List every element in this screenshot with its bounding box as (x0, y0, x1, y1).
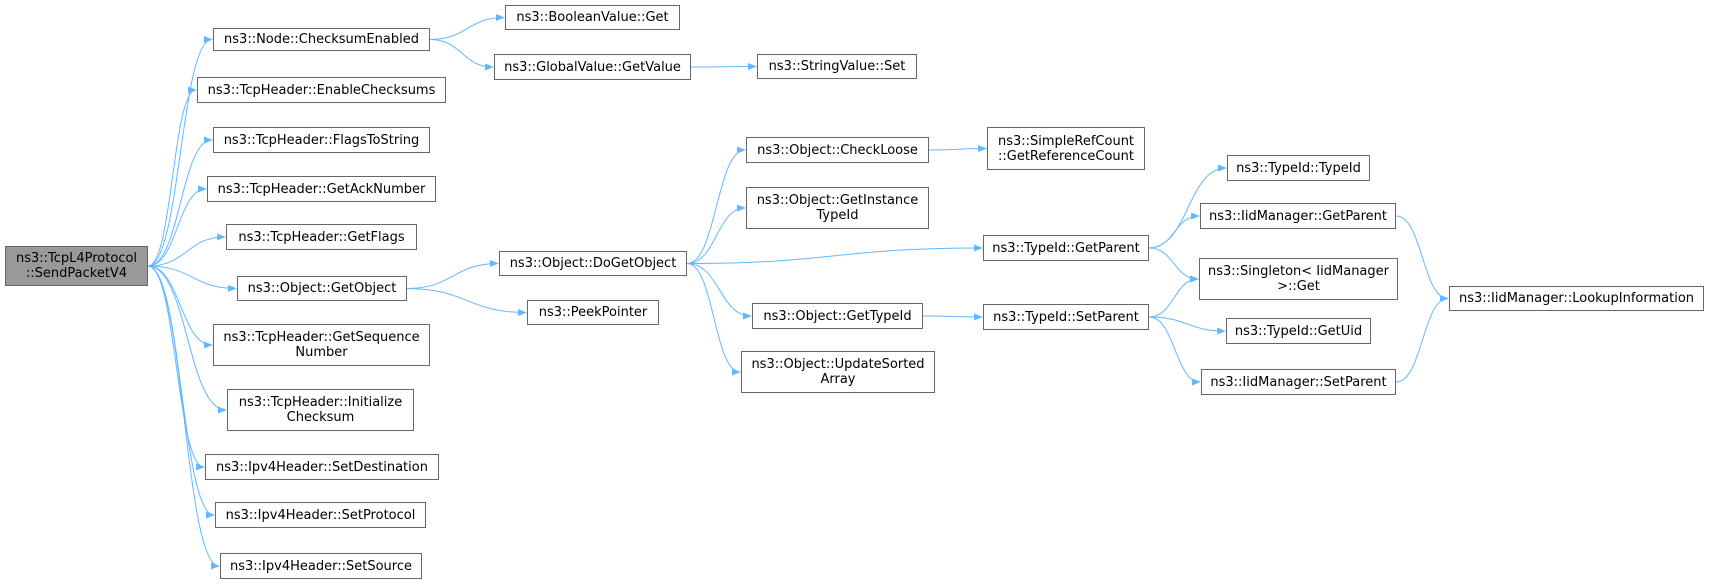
node-label: Checksum (286, 410, 355, 425)
edge-iid-get-parent-to-lookup-information (1395, 215, 1449, 303)
node-label: ns3::TypeId::GetParent (992, 240, 1140, 256)
node-label: ns3::IidManager::SetParent (1210, 374, 1387, 390)
node-set-source[interactable]: ns3::Ipv4Header::SetSource (220, 553, 422, 579)
node-label: ns3::Object::CheckLoose (757, 142, 918, 158)
edge-root-to-get-ack-number (147, 185, 207, 267)
node-label: ns3::Object::GetInstance (756, 193, 919, 208)
node-global-get-value[interactable]: ns3::GlobalValue::GetValue (494, 54, 691, 80)
node-label: ns3::IidManager::LookupInformation (1458, 291, 1695, 306)
edge-do-get-object-to-check-loose (686, 146, 746, 264)
edge-typeid-set-parent-to-typeid-get-uid (1148, 316, 1226, 335)
edge-root-to-get-sequence-number (147, 265, 213, 349)
node-singleton-get[interactable]: ns3::Singleton< IidManager>::Get (1199, 258, 1398, 300)
node-label: ns3::TypeId::TypeId (1236, 160, 1361, 176)
node-typeid-get-uid[interactable]: ns3::TypeId::GetUid (1226, 318, 1371, 344)
node-label: ns3::Ipv4Header::SetSource (230, 558, 412, 574)
node-label: ns3::TcpL4Protocol (15, 251, 138, 266)
node-label: ns3::BooleanValue::Get (516, 10, 669, 25)
node-label: ::SendPacketV4 (25, 266, 128, 281)
node-label: ns3::StringValue::Set (768, 59, 906, 74)
node-label: ::GetReferenceCount (998, 148, 1134, 164)
node-string-set[interactable]: ns3::StringValue::Set (757, 54, 917, 79)
edge-root-to-set-source (147, 265, 220, 570)
node-label: >::Get (1277, 279, 1320, 294)
node-typeid-typeid[interactable]: ns3::TypeId::TypeId (1227, 155, 1370, 181)
edge-do-get-object-to-update-sorted-array (686, 263, 741, 376)
node-enable-checksums[interactable]: ns3::TcpHeader::EnableChecksums (197, 77, 446, 103)
edge-typeid-set-parent-to-singleton-get (1148, 275, 1199, 318)
node-label: ns3::SimpleRefCount (997, 133, 1135, 149)
edge-root-to-flags-to-string (147, 136, 213, 267)
node-label: ns3::Singleton< IidManager (1207, 264, 1389, 279)
node-root: ns3::TcpL4Protocol::SendPacketV4 (5, 246, 148, 286)
node-label: ns3::TypeId::SetParent (993, 309, 1139, 325)
node-label: ns3::Object::UpdateSorted (751, 357, 925, 372)
node-set-protocol[interactable]: ns3::Ipv4Header::SetProtocol (215, 502, 426, 528)
node-label: ns3::TcpHeader::GetFlags (238, 229, 405, 245)
edge-get-object-to-peek-pointer (406, 288, 527, 317)
node-boolean-get[interactable]: ns3::BooleanValue::Get (505, 5, 680, 30)
node-check-loose[interactable]: ns3::Object::CheckLoose (746, 137, 929, 163)
node-typeid-set-parent[interactable]: ns3::TypeId::SetParent (983, 304, 1149, 330)
edge-iid-set-parent-to-lookup-information (1395, 294, 1449, 383)
node-label: Array (820, 372, 856, 387)
node-get-ack-number[interactable]: ns3::TcpHeader::GetAckNumber (207, 176, 436, 202)
node-typeid-get-parent[interactable]: ns3::TypeId::GetParent (983, 235, 1149, 261)
node-do-get-object[interactable]: ns3::Object::DoGetObject (499, 251, 687, 276)
edge-root-to-initialize-checksum (147, 265, 227, 414)
node-get-typeid[interactable]: ns3::Object::GetTypeId (752, 303, 923, 329)
edge-get-object-to-do-get-object (406, 259, 499, 289)
edge-do-get-object-to-get-instance-typeid (686, 204, 746, 264)
node-label: ns3::TypeId::GetUid (1234, 323, 1363, 339)
node-label: ns3::Ipv4Header::SetProtocol (225, 507, 416, 523)
node-flags-to-string[interactable]: ns3::TcpHeader::FlagsToString (213, 127, 430, 153)
node-label: ns3::TcpHeader::GetAckNumber (217, 181, 426, 197)
node-set-destination[interactable]: ns3::Ipv4Header::SetDestination (205, 454, 439, 480)
edge-checksum-enabled-to-global-get-value (429, 39, 494, 71)
node-label: ns3::Object::GetTypeId (763, 308, 912, 324)
node-label: TypeId (816, 208, 859, 223)
node-label: ns3::IidManager::GetParent (1208, 208, 1388, 224)
node-label: ns3::GlobalValue::GetValue (504, 59, 681, 75)
edge-typeid-get-parent-to-iid-get-parent (1148, 212, 1200, 249)
edge-root-to-get-flags (147, 233, 226, 267)
node-get-flags[interactable]: ns3::TcpHeader::GetFlags (226, 224, 417, 250)
edge-global-get-value-to-string-set (690, 62, 757, 71)
edge-do-get-object-to-get-typeid (686, 263, 752, 320)
node-label: Number (295, 345, 348, 360)
edge-root-to-checksum-enabled (147, 35, 213, 267)
node-lookup-information[interactable]: ns3::IidManager::LookupInformation (1449, 286, 1704, 311)
node-label: ns3::PeekPointer (538, 305, 648, 320)
node-label: ns3::Ipv4Header::SetDestination (216, 459, 428, 475)
edge-get-typeid-to-typeid-set-parent (922, 313, 983, 321)
node-label: ns3::TcpHeader::FlagsToString (223, 132, 420, 148)
node-label: ns3::TcpHeader::EnableChecksums (207, 82, 436, 98)
node-checksum-enabled[interactable]: ns3::Node::ChecksumEnabled (213, 28, 430, 51)
node-label: ns3::TcpHeader::GetSequence (223, 330, 420, 345)
node-get-reference-count[interactable]: ns3::SimpleRefCount::GetReferenceCount (987, 127, 1145, 170)
node-iid-get-parent[interactable]: ns3::IidManager::GetParent (1200, 203, 1396, 229)
edge-root-to-enable-checksums (147, 86, 197, 267)
node-label: ns3::Node::ChecksumEnabled (224, 32, 419, 47)
edge-checksum-enabled-to-boolean-get (429, 13, 505, 40)
edge-root-to-get-object (147, 265, 237, 293)
edge-do-get-object-to-typeid-get-parent (686, 244, 983, 264)
node-peek-pointer[interactable]: ns3::PeekPointer (527, 300, 659, 325)
node-iid-set-parent[interactable]: ns3::IidManager::SetParent (1201, 369, 1396, 395)
edge-typeid-set-parent-to-iid-set-parent (1148, 316, 1201, 386)
node-label: ns3::TcpHeader::Initialize (238, 395, 403, 410)
edge-typeid-get-parent-to-singleton-get (1148, 247, 1199, 283)
edge-check-loose-to-get-reference-count (928, 144, 987, 153)
node-get-object[interactable]: ns3::Object::GetObject (237, 276, 407, 301)
node-label: ns3::Object::DoGetObject (509, 256, 677, 271)
node-label: ns3::Object::GetObject (247, 281, 397, 296)
